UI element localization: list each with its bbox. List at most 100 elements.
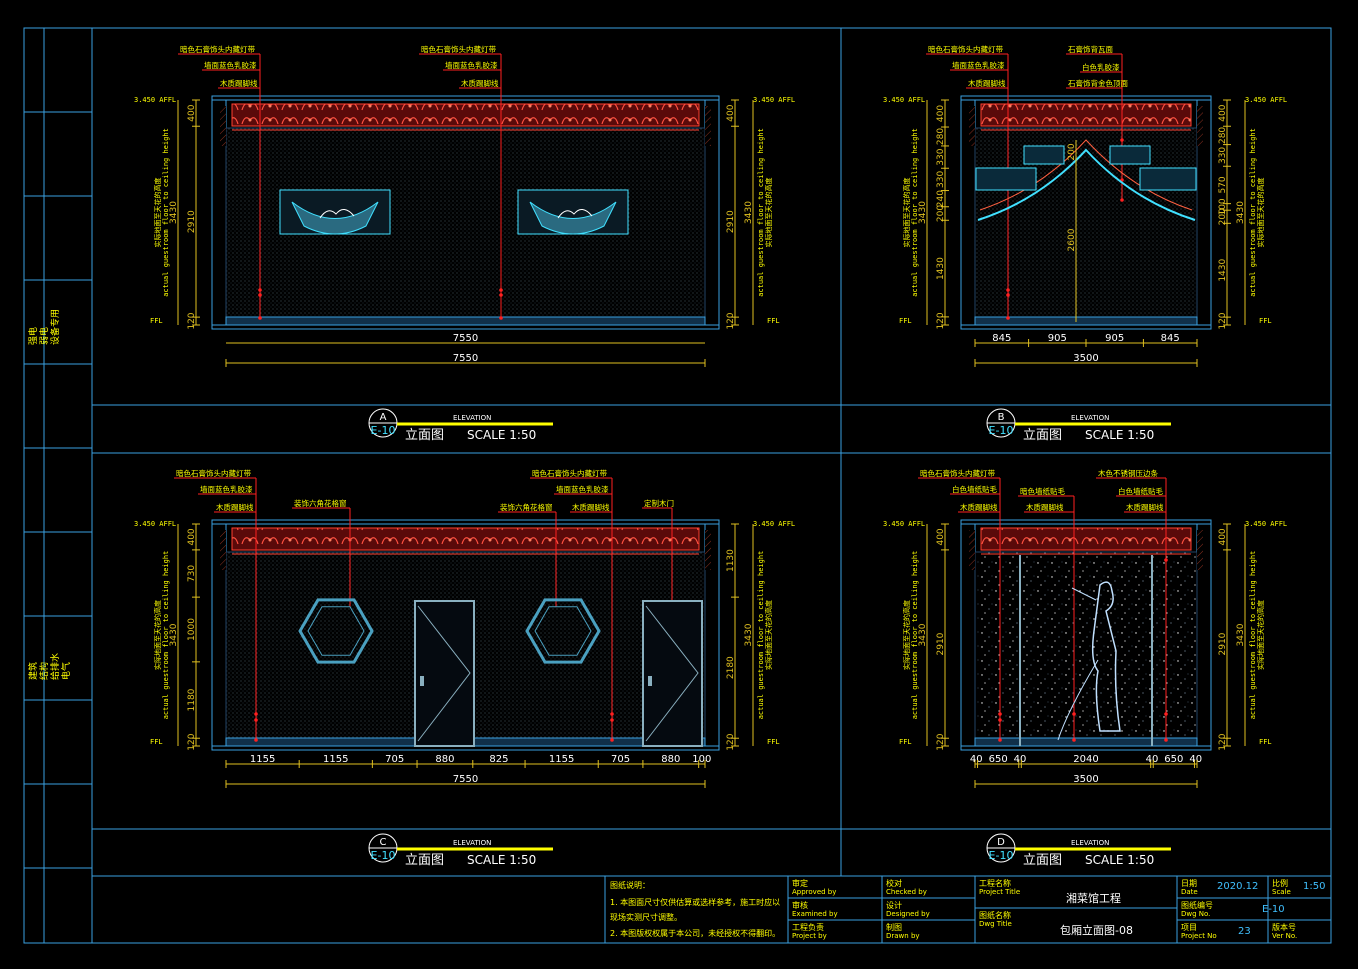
callout-label: 墙面蓝色乳胶漆	[952, 60, 1005, 70]
dim-vertical: 1430	[1218, 259, 1228, 282]
figure-art	[1091, 581, 1121, 732]
dim-vertical: 120	[1218, 312, 1228, 329]
sheet-ref: E-10	[989, 424, 1014, 437]
elevation-letter: A	[380, 412, 387, 423]
dim-vertical: 730	[187, 565, 197, 582]
height-note-en-right: actual guestroom floor to ceiling height	[1249, 128, 1257, 297]
arched-roof	[977, 148, 1196, 221]
wood-door	[642, 600, 703, 747]
callout-label: 暗色石膏饰头内藏灯带	[180, 44, 255, 54]
dim-vertical: 120	[726, 733, 736, 750]
dim-vertical: 120	[726, 312, 736, 329]
ffl-label-right: FFL	[1259, 317, 1272, 325]
elevation-word: ELEVATION	[453, 839, 491, 847]
elevation-title: 立面图	[405, 853, 444, 868]
height-note-en-right: actual guestroom floor to ceiling height	[1249, 551, 1257, 720]
callout-label: 木质踢脚线	[572, 502, 610, 512]
dim-vertical: 330	[936, 171, 946, 188]
callout-label: 白色墙纸贴毛	[952, 484, 997, 494]
height-note-cn-left: 实际地面至天花的高度	[153, 178, 162, 248]
level-label-right: 3.450 AFFL	[753, 96, 795, 104]
dim-horizontal: 40	[970, 754, 983, 765]
dim-horizontal: 705	[611, 754, 630, 765]
callout-label: 墙面蓝色乳胶漆	[445, 60, 498, 70]
dim-vertical: 200	[1218, 208, 1228, 225]
height-note-cn-left: 实际地面至天花的高度	[153, 600, 162, 670]
callout-label: 木质踢脚线	[1026, 502, 1064, 512]
dim-vertical: 2910	[1218, 632, 1228, 655]
callout-label: 暗色石膏饰头内藏灯带	[928, 44, 1003, 54]
dim-vertical: 400	[1218, 528, 1228, 545]
dim-horizontal: 905	[1105, 333, 1124, 344]
dim-total-height-right: 3430	[744, 623, 754, 646]
dim-vertical: 400	[726, 104, 736, 121]
elevation-scale: SCALE 1:50	[1085, 428, 1154, 442]
dim-total-height-left: 3430	[918, 201, 928, 224]
dim-vertical: 400	[936, 105, 946, 122]
callout-label: 定制木门	[644, 498, 674, 508]
dim-center: 200	[1067, 143, 1077, 160]
callout-label: 白色乳胶漆	[1082, 62, 1120, 72]
height-note-en-left: actual guestroom floor to ceiling height	[162, 128, 170, 297]
dim-horizontal: 1155	[323, 754, 348, 765]
height-note-cn-left: 实际地面至天花的高度	[902, 178, 911, 248]
height-note-cn-right: 实际地面至天花的高度	[1256, 178, 1265, 248]
elevation-word: ELEVATION	[1071, 839, 1109, 847]
callout-label: 暗色墙纸贴毛	[1020, 486, 1065, 496]
height-note-en-left: actual guestroom floor to ceiling height	[911, 551, 919, 720]
dim-total-height-right: 3430	[1236, 201, 1246, 224]
elevation-scale: SCALE 1:50	[467, 428, 536, 442]
dim-horizontal: 40	[1014, 754, 1027, 765]
ffl-label-left: FFL	[150, 317, 163, 325]
callout-label: 墙面蓝色乳胶漆	[204, 60, 257, 70]
elevation-letter: B	[998, 412, 1005, 423]
side-label: 电气	[60, 662, 72, 680]
callout-label: 墙面蓝色乳胶漆	[200, 484, 253, 494]
left-side-panel	[24, 28, 92, 943]
sheet-border	[23, 27, 1332, 944]
side-label: 弱电	[38, 327, 50, 345]
height-note-en-left: actual guestroom floor to ceiling height	[911, 128, 919, 297]
dim-vertical: 400	[187, 104, 197, 121]
callout-label: 木质踢脚线	[1126, 502, 1164, 512]
hex-window	[525, 598, 601, 664]
elevation-scale: SCALE 1:50	[467, 853, 536, 867]
ffl-label-left: FFL	[899, 317, 912, 325]
dim-vertical: 120	[936, 312, 946, 329]
side-panel-disciplines-1: 强电弱电设备专用	[27, 309, 61, 345]
callout-label: 石膏饰背瓦面	[1068, 44, 1113, 54]
side-label: 设备专用	[49, 309, 61, 345]
dim-total-height-right: 3430	[744, 201, 754, 224]
ffl-label-right: FFL	[1259, 738, 1272, 746]
hex-window	[298, 598, 374, 664]
elevation-title: 立面图	[1023, 428, 1062, 443]
dim-overall: 7550	[453, 774, 478, 785]
side-label: 建筑	[27, 662, 39, 680]
dim-horizontal: 825	[489, 754, 508, 765]
level-label-right: 3.450 AFFL	[1245, 520, 1287, 528]
dim-horizontal: 1155	[549, 754, 574, 765]
callout-label: 暗色石膏饰头内藏灯带	[421, 44, 496, 54]
dim-vertical: 330	[936, 148, 946, 165]
level-label-left: 3.450 AFFL	[134, 520, 176, 528]
callout-label: 木色不锈钢压边条	[1098, 468, 1158, 478]
dim-overall: 7550	[453, 353, 478, 364]
dim-vertical: 100	[1218, 198, 1228, 215]
dim-horizontal: 2040	[1073, 754, 1098, 765]
dim-horizontal: 650	[1164, 754, 1183, 765]
dim-vertical: 200	[936, 205, 946, 222]
callout-label: 暗色石膏饰头内藏灯带	[176, 468, 251, 478]
side-panel-disciplines-2: 建筑结构给排水电气	[27, 653, 72, 680]
ffl-label-right: FFL	[767, 738, 780, 746]
elevation-word: ELEVATION	[1071, 414, 1109, 422]
height-note-cn-right: 实际地面至天花的高度	[1256, 600, 1265, 670]
dim-vertical: 120	[936, 733, 946, 750]
callout-label: 暗色石膏饰头内藏灯带	[920, 468, 995, 478]
dim-horizontal: 845	[992, 333, 1011, 344]
dim-vertical: 2910	[936, 632, 946, 655]
height-note-en-left: actual guestroom floor to ceiling height	[162, 551, 170, 720]
